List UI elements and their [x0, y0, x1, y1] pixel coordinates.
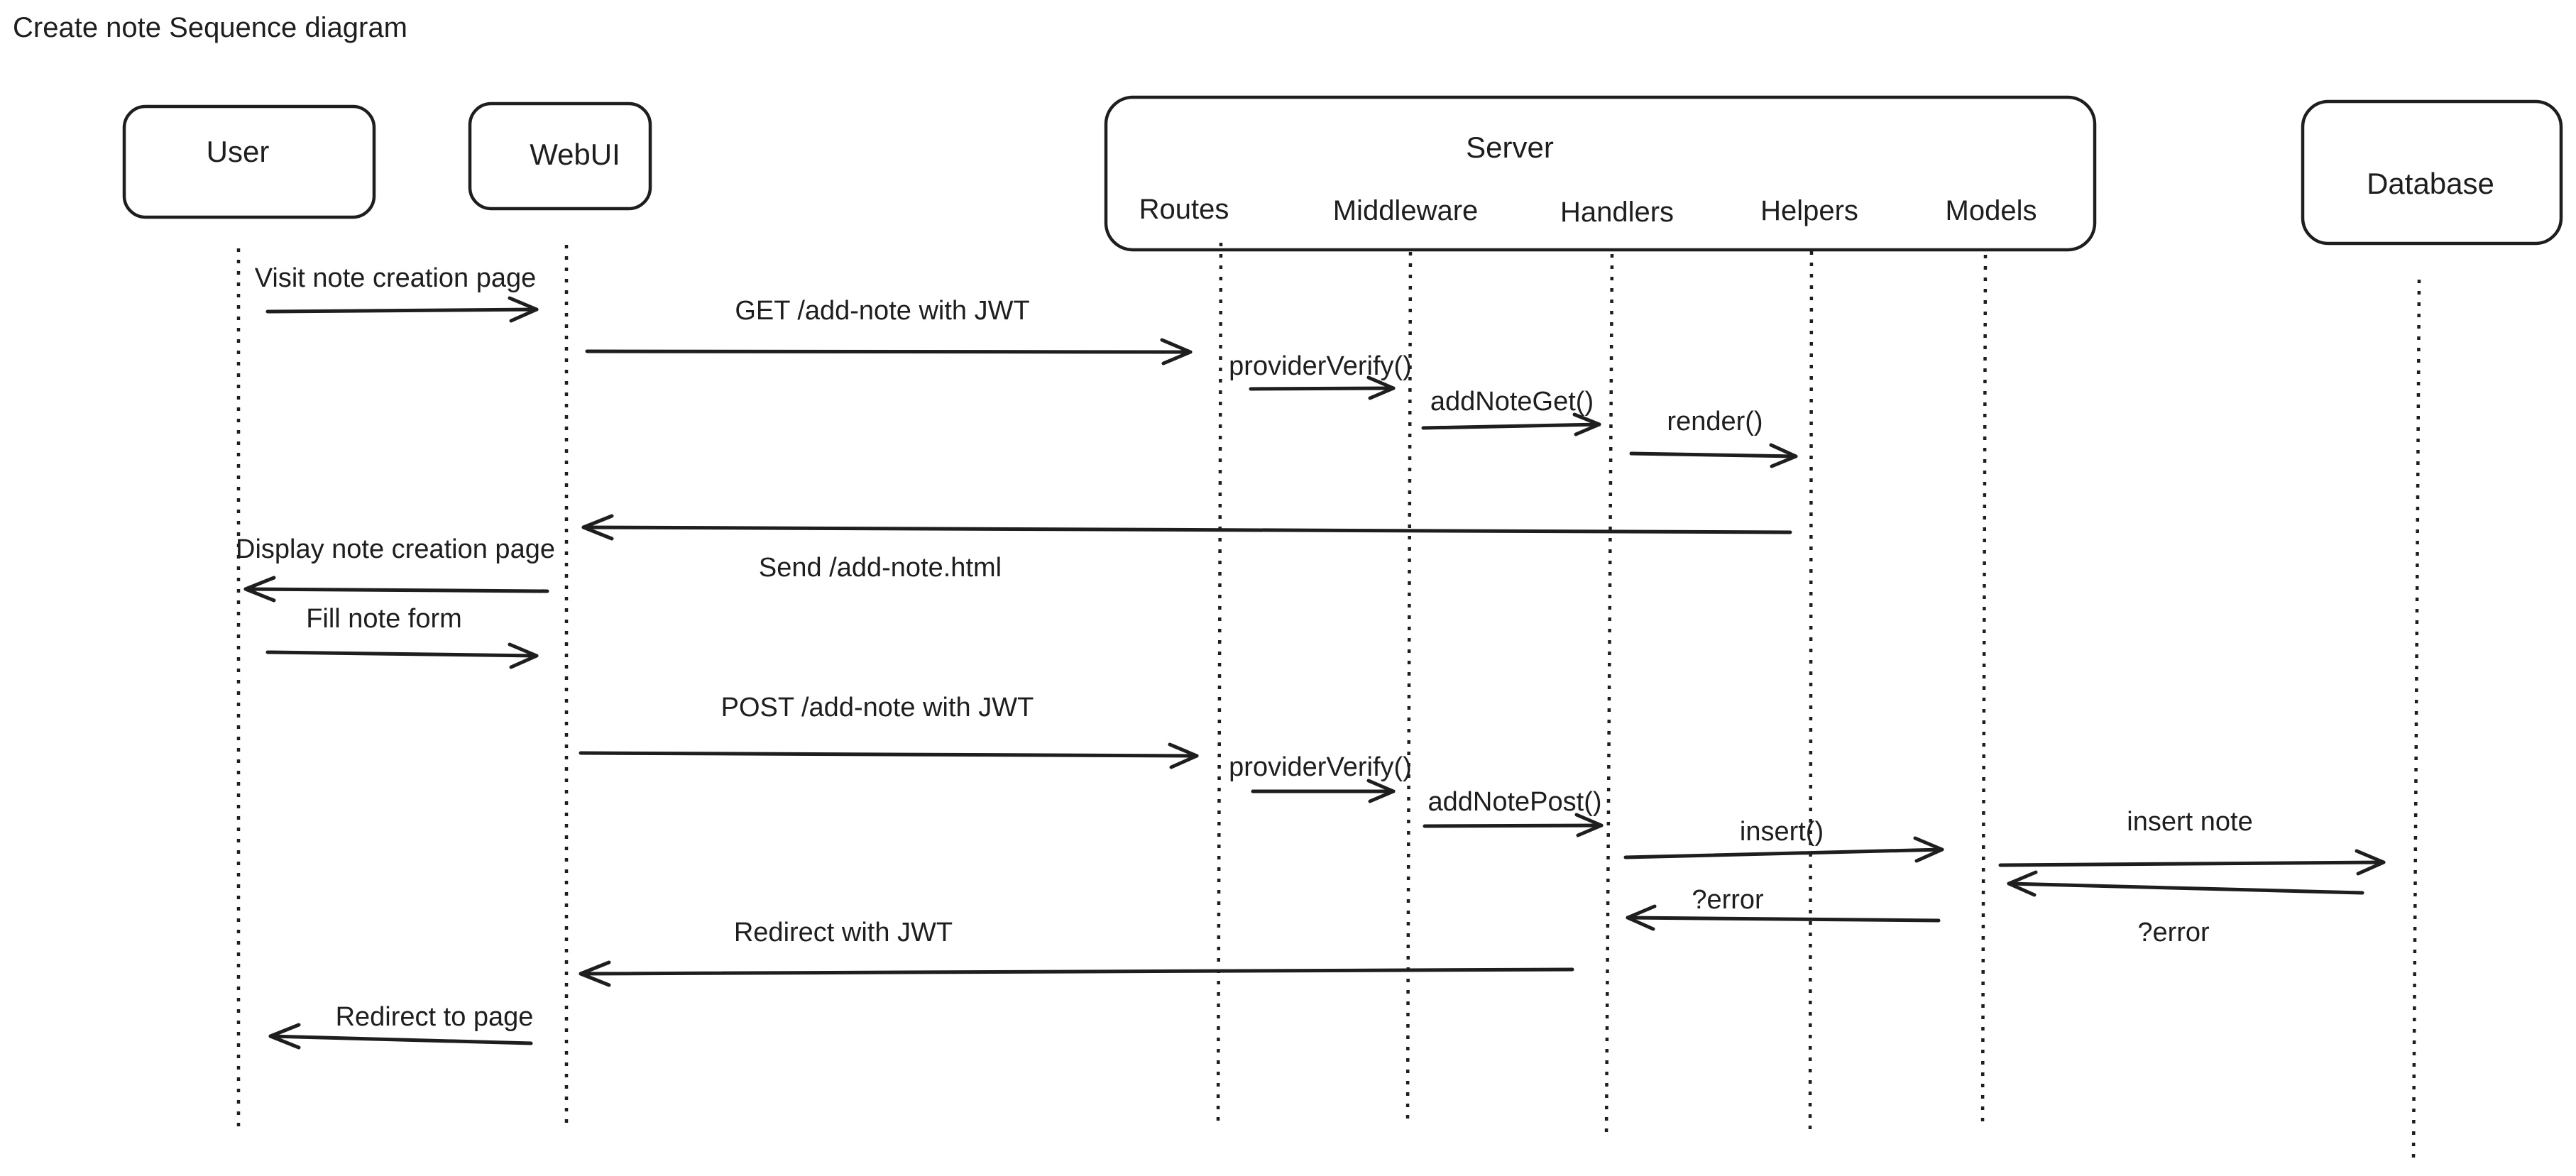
message-label: GET /add-note with JWT — [735, 296, 1029, 326]
message-label: insert note — [2127, 807, 2252, 837]
database-label: Database — [2367, 167, 2494, 200]
message-8: Fill note form — [265, 604, 539, 669]
arrowhead — [1366, 375, 1396, 400]
message-arrow — [1998, 860, 2386, 867]
user-actor: User — [122, 104, 376, 219]
database-actor: Database — [2301, 99, 2563, 246]
message-arrow — [265, 307, 539, 314]
diagram-title: Create note Sequence diagram — [13, 12, 407, 43]
message-label: Visit note creation page — [255, 263, 536, 293]
arrowhead — [1366, 779, 1396, 803]
message-arrow — [585, 349, 1193, 354]
handlers-lifeline — [1604, 253, 1614, 1138]
message-17: Redirect to page — [268, 1002, 534, 1050]
arrowhead — [1913, 836, 1944, 863]
arrowhead — [243, 576, 276, 603]
message-label: Fill note form — [306, 604, 462, 634]
webui-label: WebUI — [530, 138, 620, 171]
message-label: insert() — [1740, 817, 1824, 847]
message-arrow — [1626, 916, 1941, 923]
database-lifeline — [2411, 279, 2421, 1163]
user-label: User — [207, 135, 270, 168]
webui-actor: WebUI — [468, 101, 652, 211]
webui-box — [468, 101, 652, 211]
message-arrow — [1423, 823, 1604, 828]
middleware-label: Middleware — [1333, 195, 1479, 226]
message-label: Display note creation page — [236, 534, 555, 564]
server-box — [1104, 95, 2097, 252]
message-arrow — [1623, 847, 1944, 859]
message-label: providerVerify() — [1229, 351, 1412, 381]
message-arrow — [243, 587, 549, 593]
message-label: addNotePost() — [1427, 787, 1601, 817]
message-7: Display note creation page — [236, 534, 555, 603]
arrowhead — [1626, 904, 1657, 931]
message-arrow — [581, 525, 1792, 534]
message-3: providerVerify() — [1229, 351, 1412, 400]
message-arrow — [2007, 881, 2364, 895]
arrowhead — [1574, 813, 1604, 837]
message-label: ?error — [2137, 918, 2210, 947]
handlers-label: Handlers — [1560, 197, 1674, 228]
models-lifeline — [1980, 254, 1988, 1128]
message-label: POST /add-note with JWT — [721, 693, 1034, 722]
arrowhead — [2355, 849, 2386, 876]
middleware-lifeline — [1405, 251, 1413, 1123]
arrowhead — [268, 1023, 301, 1050]
arrowhead — [1769, 443, 1798, 468]
message-10: providerVerify() — [1229, 752, 1412, 803]
message-15: ?error — [1626, 885, 1941, 931]
message-label: addNoteGet() — [1430, 387, 1594, 417]
server-label: Server — [1466, 131, 1554, 164]
message-label: render() — [1667, 407, 1763, 436]
message-13: insert note — [1998, 807, 2386, 876]
message-1: Visit note creation page — [255, 263, 539, 323]
arrowhead — [579, 960, 611, 987]
message-arrow — [268, 1034, 533, 1045]
server-actor: Server Routes Middleware Handlers Helper… — [1104, 95, 2097, 252]
arrowhead — [1160, 338, 1193, 366]
message-label: Redirect to page — [336, 1002, 534, 1032]
message-11: addNotePost() — [1423, 787, 1604, 837]
routes-label: Routes — [1139, 194, 1229, 225]
database-box — [2301, 99, 2563, 246]
message-14: ?error — [2007, 870, 2364, 947]
arrowhead — [2007, 870, 2038, 897]
message-arrow — [1629, 451, 1798, 458]
message-4: addNoteGet() — [1421, 387, 1601, 436]
arrowhead — [581, 514, 614, 541]
message-6: Send /add-note.html — [581, 514, 1792, 583]
arrowhead — [508, 642, 539, 669]
message-label: providerVerify() — [1229, 752, 1412, 782]
helpers-lifeline — [1808, 251, 1814, 1134]
message-arrow — [1421, 422, 1601, 430]
message-16: Redirect with JWT — [579, 918, 1574, 987]
message-2: GET /add-note with JWT — [585, 296, 1193, 366]
message-arrow — [265, 650, 539, 658]
message-arrow — [1249, 386, 1396, 391]
models-label: Models — [1946, 195, 2037, 226]
message-12: insert() — [1623, 817, 1944, 863]
arrowhead — [1572, 412, 1601, 436]
message-arrow — [579, 967, 1574, 976]
message-label: Send /add-note.html — [759, 553, 1002, 583]
message-label: Redirect with JWT — [734, 918, 953, 947]
message-5: render() — [1629, 407, 1798, 468]
arrowhead — [1168, 742, 1199, 769]
message-9: POST /add-note with JWT — [579, 693, 1199, 769]
helpers-label: Helpers — [1760, 195, 1858, 226]
arrowhead — [508, 296, 539, 323]
message-arrow — [579, 751, 1199, 758]
user-box — [122, 104, 376, 219]
routes-lifeline — [1216, 242, 1223, 1124]
message-label: ?error — [1692, 885, 1764, 915]
